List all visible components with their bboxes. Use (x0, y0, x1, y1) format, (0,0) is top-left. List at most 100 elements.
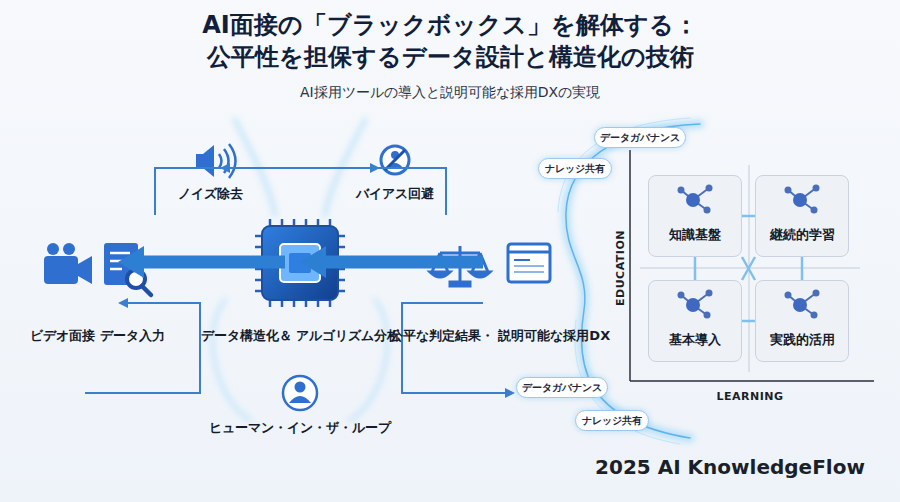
chip-pin (305, 219, 308, 226)
loop-arrow (85, 303, 200, 393)
axis-label: EDUCATION (614, 230, 627, 306)
chip-pin (255, 246, 262, 249)
node-label: データガバナンス (600, 131, 680, 145)
video-camera-icon (44, 243, 92, 284)
person-icon (295, 382, 306, 393)
network-icon (793, 298, 807, 312)
subtitle: AI採用ツールの導入と説明可能な採用DXの実現 (0, 84, 900, 102)
network-icon (785, 187, 792, 194)
title: AI面接の「ブラックボックス」を解体する： 公平性を担保するデータ設計と構造化の… (150, 10, 750, 73)
loop-arrow (402, 303, 505, 393)
network-link (742, 257, 755, 280)
network-icon (813, 290, 820, 297)
scales-icon (470, 272, 490, 277)
network-link (742, 257, 755, 280)
speaker-icon (219, 154, 222, 168)
bias-avoid-icon (381, 146, 409, 174)
quadrant-axes (630, 150, 874, 381)
speaker-icon (224, 149, 229, 173)
output-node: 公平な判定結果・ 説明可能な採用DX (300, 232, 700, 350)
network-icon (706, 185, 713, 192)
network-link (742, 215, 755, 218)
network-icon (706, 290, 713, 297)
network-icon (678, 187, 685, 194)
network-icon (673, 287, 717, 321)
network-icon (686, 298, 700, 312)
document-search-icon (110, 260, 130, 263)
node-label: ナレッジ共有 (582, 414, 642, 428)
chip-pin (293, 219, 296, 226)
report-icon (508, 244, 550, 282)
tag-pill: データガバナンス (516, 377, 608, 398)
chip-pin (269, 219, 272, 226)
chip-pin (317, 219, 320, 226)
chip-icon (289, 253, 311, 273)
quadrant-box: 知識基盤 (648, 175, 742, 257)
quadrant-box: 実践的活用 (755, 280, 849, 362)
brand-watermark: 2025 AI KnowledgeFlow (595, 455, 865, 479)
icon-label-node: バイアス回避 (220, 140, 570, 208)
tag-pill: データガバナンス (594, 127, 686, 148)
chip-pin (305, 300, 308, 307)
network-link (801, 257, 804, 280)
quadrant-axes (630, 380, 874, 382)
network-icon (704, 207, 711, 214)
document-search-icon (142, 286, 151, 295)
node-label: ノイズ除去 (40, 185, 380, 204)
document-search-icon (104, 243, 151, 295)
chip-pin (338, 246, 345, 249)
report-icon (514, 259, 530, 261)
chip-pin (329, 219, 332, 226)
video-camera-icon (44, 256, 78, 284)
person-icon (283, 376, 317, 410)
bias-avoid-icon (381, 146, 409, 174)
quadrant-axes (629, 150, 631, 381)
report-icon (508, 251, 550, 254)
video-camera-icon (78, 256, 92, 284)
chip-pin (317, 300, 320, 307)
speaker-icon (196, 144, 236, 178)
speaker-icon (229, 144, 236, 178)
icon-label-node: ノイズ除去 (40, 140, 380, 208)
chip-pin (338, 279, 345, 282)
quadrant-box: 基本導入 (648, 280, 742, 362)
glow-swirl (213, 300, 250, 420)
report-icon (514, 265, 544, 267)
quadrant-box: 継続的学習 (755, 175, 849, 257)
document-search-icon (110, 268, 122, 271)
network-icon (704, 312, 711, 319)
chip-pin (338, 235, 345, 238)
network-link (694, 257, 697, 280)
network-icon (813, 185, 820, 192)
chip-pin (329, 300, 332, 307)
network-icon (780, 287, 824, 321)
tag-pill: ナレッジ共有 (575, 410, 649, 431)
scales-icon (450, 282, 470, 286)
report-icon (508, 244, 550, 282)
glow-swirl (213, 118, 700, 444)
person-icon (289, 396, 311, 403)
glow-swirl (350, 300, 387, 420)
network-link (742, 320, 755, 323)
axis-label: LEARNING (716, 390, 783, 403)
video-camera-icon (63, 243, 75, 255)
chip-pin (269, 300, 272, 307)
flow-arrow (144, 256, 285, 269)
chip-pin (255, 279, 262, 282)
video-camera-icon (47, 243, 59, 255)
node-label: 実践的活用 (770, 331, 835, 349)
network-icon (678, 292, 685, 299)
node-label: ナレッジ共有 (545, 162, 605, 176)
network-icon (811, 312, 818, 319)
chip-pin (293, 300, 296, 307)
scales-icon (430, 272, 450, 277)
chip-pin (338, 290, 345, 293)
speaker-icon (203, 145, 214, 177)
network-icon (686, 193, 700, 207)
flow-arrow (326, 256, 483, 269)
person-icon (283, 376, 317, 410)
node-label: 継続的学習 (770, 226, 835, 244)
chip-pin (281, 219, 284, 226)
report-icon (514, 271, 544, 273)
chip-pin (255, 290, 262, 293)
